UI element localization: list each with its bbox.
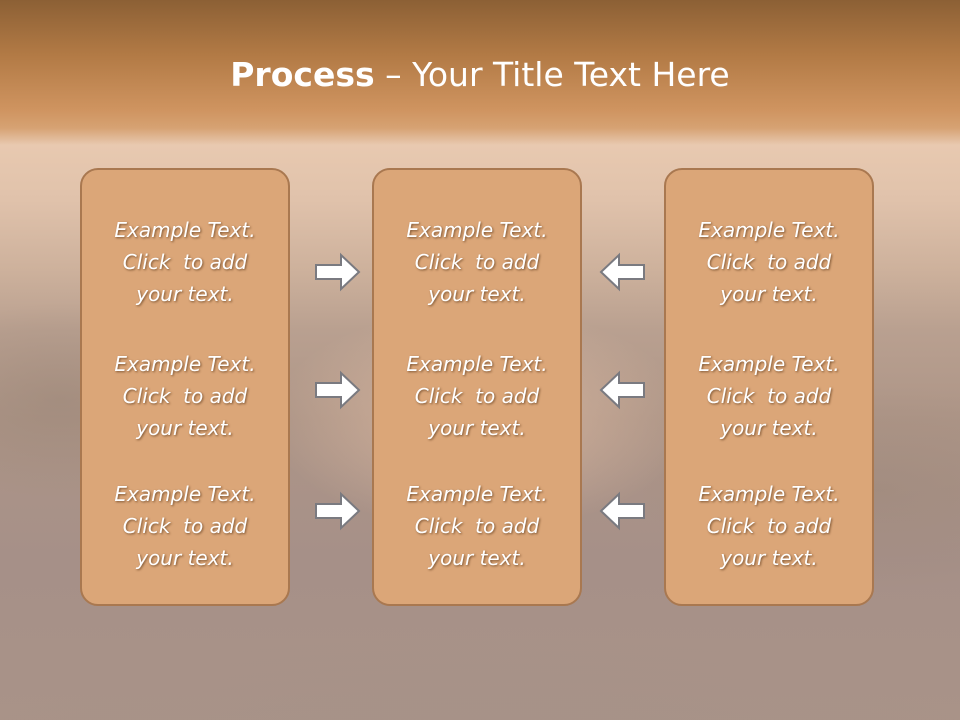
text-placeholder[interactable]: Example Text. Click to add your text.: [374, 348, 580, 444]
text-line: Click to add: [122, 514, 248, 538]
text-line: your text.: [720, 282, 818, 306]
text-line: Click to add: [414, 514, 540, 538]
text-placeholder[interactable]: Example Text. Click to add your text.: [374, 214, 580, 310]
text-line: Example Text.: [406, 218, 548, 242]
text-placeholder[interactable]: Example Text. Click to add your text.: [82, 478, 288, 574]
text-placeholder[interactable]: Example Text. Click to add your text.: [666, 478, 872, 574]
arrow-left-icon: [599, 252, 645, 292]
text-line: Click to add: [706, 384, 832, 408]
text-line: Click to add: [706, 514, 832, 538]
arrow-right-icon: [315, 252, 361, 292]
text-line: Click to add: [122, 250, 248, 274]
left-panel: Example Text. Click to add your text. Ex…: [80, 168, 290, 606]
text-placeholder[interactable]: Example Text. Click to add your text.: [666, 214, 872, 310]
text-line: your text.: [720, 546, 818, 570]
text-line: your text.: [720, 416, 818, 440]
text-line: your text.: [136, 282, 234, 306]
arrow-left-icon: [599, 370, 645, 410]
middle-panel: Example Text. Click to add your text. Ex…: [372, 168, 582, 606]
text-line: Click to add: [414, 384, 540, 408]
text-line: your text.: [136, 416, 234, 440]
text-line: Example Text.: [114, 482, 256, 506]
text-placeholder[interactable]: Example Text. Click to add your text.: [374, 478, 580, 574]
text-line: Example Text.: [406, 482, 548, 506]
text-line: your text.: [428, 546, 526, 570]
arrow-right-icon: [315, 370, 361, 410]
text-line: Example Text.: [114, 352, 256, 376]
title-bold-part: Process: [230, 55, 375, 94]
text-placeholder[interactable]: Example Text. Click to add your text.: [82, 348, 288, 444]
right-panel: Example Text. Click to add your text. Ex…: [664, 168, 874, 606]
text-line: Click to add: [706, 250, 832, 274]
text-line: your text.: [428, 282, 526, 306]
text-line: Click to add: [414, 250, 540, 274]
text-line: your text.: [428, 416, 526, 440]
text-line: Example Text.: [114, 218, 256, 242]
text-line: Example Text.: [698, 218, 840, 242]
text-placeholder[interactable]: Example Text. Click to add your text.: [666, 348, 872, 444]
text-line: your text.: [136, 546, 234, 570]
text-line: Example Text.: [698, 352, 840, 376]
text-line: Example Text.: [698, 482, 840, 506]
slide-title[interactable]: Process – Your Title Text Here: [0, 52, 960, 98]
text-placeholder[interactable]: Example Text. Click to add your text.: [82, 214, 288, 310]
arrow-left-icon: [599, 491, 645, 531]
text-line: Click to add: [122, 384, 248, 408]
text-line: Example Text.: [406, 352, 548, 376]
title-rest-part: – Your Title Text Here: [374, 55, 730, 94]
arrow-right-icon: [315, 491, 361, 531]
